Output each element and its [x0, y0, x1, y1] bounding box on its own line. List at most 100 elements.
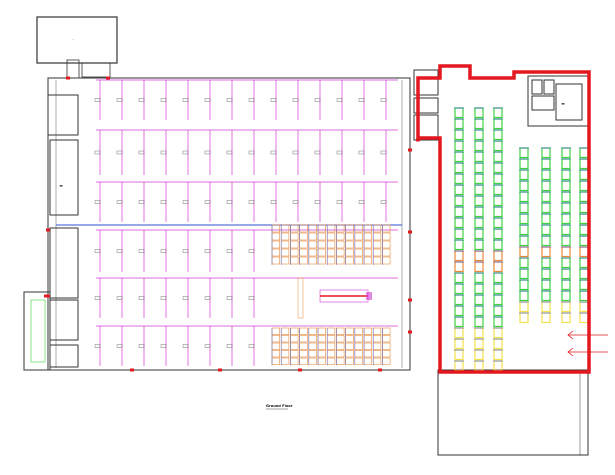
rack-segment [519, 268, 529, 280]
rack-segment [454, 239, 464, 251]
rack-label-box [336, 200, 343, 204]
orange-rack-cell [290, 357, 299, 365]
rack-segment [519, 147, 529, 159]
rack-segment [541, 257, 551, 269]
rack-label-box [358, 150, 365, 155]
rack-label-box [204, 344, 211, 348]
orange-rack-cell [345, 357, 354, 365]
rack-label-box [182, 200, 189, 204]
orange-rack-cell [271, 240, 280, 249]
rack-segment [454, 283, 464, 295]
orange-rack-cell [280, 240, 290, 249]
rack-label-box [182, 249, 189, 253]
rack-segment [519, 213, 529, 225]
orange-rack-cell [271, 357, 280, 365]
rack-label-box [116, 150, 123, 155]
orange-rack-cell [363, 327, 372, 335]
orange-rack-cell [280, 327, 290, 335]
rack-segment [454, 173, 464, 185]
rack-segment [579, 257, 589, 269]
orange-rack-cell [372, 224, 382, 233]
rack-label-box [138, 344, 145, 348]
rack-segment [561, 224, 571, 236]
rack-segment [561, 312, 571, 324]
rack-segment [519, 169, 529, 181]
orange-rack-cell [280, 224, 290, 233]
rack-segment [493, 118, 503, 130]
rack-segment [519, 301, 529, 313]
orange-rack-cell [382, 248, 391, 257]
rack-label-box [358, 98, 365, 102]
rack-label-box [226, 150, 233, 155]
orange-rack-cell [317, 357, 326, 365]
rack-label-box [160, 200, 167, 204]
rack-segment [474, 360, 484, 372]
orange-rack-cell [299, 240, 308, 249]
orange-rack-cell [326, 342, 336, 350]
rack-label-box [160, 150, 167, 155]
rack-segment [454, 107, 464, 119]
rack-label-box [380, 150, 387, 155]
orange-rack-cell [280, 232, 290, 241]
rack-segment [454, 338, 464, 350]
rack-segment [493, 360, 503, 372]
rack-segment [541, 202, 551, 214]
orange-rack-cell [308, 342, 317, 350]
rack-segment [579, 224, 589, 236]
orange-rack-cell [271, 350, 280, 358]
orange-rack-cell [345, 248, 354, 257]
orange-rack-cell [280, 342, 290, 350]
orange-rack-cell [290, 256, 299, 265]
rack-segment [561, 246, 571, 258]
orange-rack-cell [317, 256, 326, 265]
rack-label-box [270, 98, 277, 102]
orange-rack-cell [317, 342, 326, 350]
rack-label-box [138, 200, 145, 204]
side-room-tag: ... [60, 184, 63, 187]
orange-rack-cell [326, 240, 336, 249]
orange-rack-cell [317, 335, 326, 343]
rack-segment [561, 158, 571, 170]
orange-rack-cell [271, 327, 280, 335]
orange-rack-cell [271, 248, 280, 257]
rack-label-box [248, 249, 255, 253]
orange-rack-cell [382, 342, 391, 350]
rack-label-box [226, 200, 233, 204]
rack-label-box [182, 98, 189, 102]
orange-rack-cell [372, 240, 382, 249]
rack-segment [474, 107, 484, 119]
orange-rack-cell [308, 350, 317, 358]
rack-segment [561, 268, 571, 280]
orange-rack-cell [382, 224, 391, 233]
rack-label-box [314, 150, 321, 155]
rack-segment [541, 301, 551, 313]
rack-segment [454, 261, 464, 273]
rack-segment [579, 202, 589, 214]
orange-rack-cell [308, 357, 317, 365]
rack-segment [561, 235, 571, 247]
rack-segment [579, 290, 589, 302]
rack-segment [561, 169, 571, 181]
door-marker [416, 138, 420, 142]
orange-rack-cell [280, 248, 290, 257]
orange-rack-cell [326, 248, 336, 257]
orange-rack-cell [336, 248, 345, 257]
rack-segment [561, 279, 571, 291]
orange-rack-cell [336, 224, 345, 233]
orange-rack-cell [299, 357, 308, 365]
rack-segment [579, 312, 589, 324]
orange-rack-cell [308, 224, 317, 233]
orange-rack-cell [317, 224, 326, 233]
rack-label-box [94, 249, 101, 253]
rack-segment [474, 173, 484, 185]
rack-label-box [270, 200, 277, 204]
rack-segment [474, 151, 484, 163]
rack-segment [541, 235, 551, 247]
orange-rack-cell [372, 327, 382, 335]
annex-building: ... [36, 16, 118, 79]
orange-rack-cell [345, 327, 354, 335]
rack-label-box [336, 98, 343, 102]
rack-label-box [138, 98, 145, 102]
rack-label-box [138, 296, 145, 300]
